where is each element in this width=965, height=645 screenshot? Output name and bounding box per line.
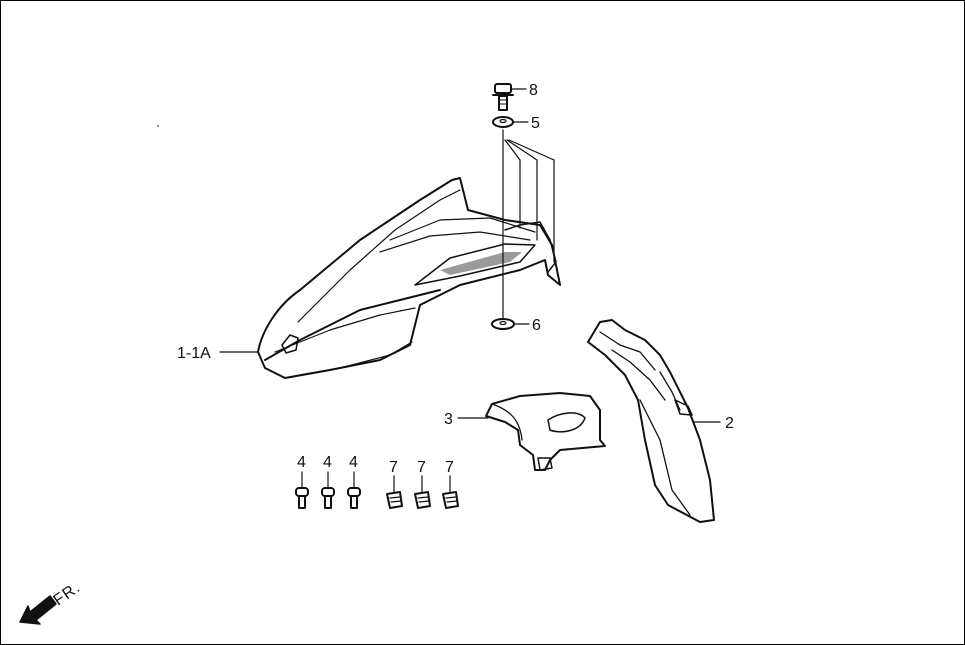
callout-5: 5 (531, 115, 540, 132)
callout-8: 8 (529, 82, 538, 99)
front-direction-arrow-icon (19, 595, 57, 625)
leader-lines (219, 88, 721, 493)
callout-7b: 7 (417, 459, 426, 476)
screw-4c (347, 487, 361, 509)
callout-7c: 7 (445, 459, 454, 476)
clip-7b (414, 491, 431, 509)
callout-2: 2 (725, 415, 734, 432)
washer-6 (491, 318, 515, 330)
callout-4c: 4 (349, 454, 358, 471)
callout-7a: 7 (389, 459, 398, 476)
screw-4b (321, 487, 335, 509)
clip-7c (442, 491, 459, 509)
washer-5 (492, 116, 514, 128)
mud-guard-insert-part (485, 392, 606, 471)
callout-6: 6 (532, 317, 541, 334)
flange-bolt-8 (492, 83, 514, 111)
assembly-guide-lines (502, 129, 555, 319)
front-fender-part (257, 177, 561, 379)
screw-4-set (295, 487, 361, 509)
clip-7-set (386, 491, 459, 509)
callout-4a: 4 (297, 454, 306, 471)
callout-4b: 4 (323, 454, 332, 471)
callout-1-1a: 1-1A (177, 345, 211, 362)
callout-3: 3 (444, 411, 453, 428)
rear-fender-part (587, 319, 715, 523)
screw-4a (295, 487, 309, 509)
clip-7a (386, 491, 403, 509)
